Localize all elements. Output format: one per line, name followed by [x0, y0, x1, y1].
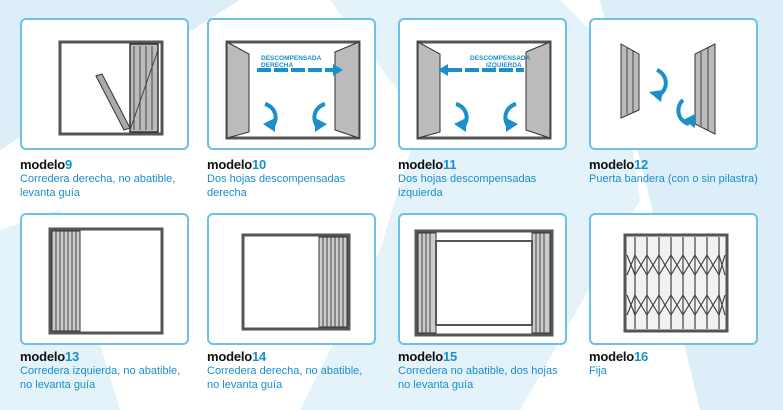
model-11-diagram: DESCOMPENSADA IZQUIERDA [416, 40, 552, 140]
model-16-title: modelo16 [589, 349, 649, 364]
model-9-description-line2: levanta guía [20, 186, 80, 199]
model-12-card[interactable] [589, 18, 758, 150]
model-10-caption: modelo10 Dos hojas descompensadas derech… [207, 157, 392, 199]
model-9-card[interactable] [20, 18, 189, 150]
model-9-description-line1: Corredera derecha, no abatible, [20, 173, 176, 185]
model-13-diagram [48, 227, 164, 335]
model-10-label-2: DERECHA [261, 62, 293, 69]
model-11-card[interactable]: DESCOMPENSADA IZQUIERDA [398, 18, 567, 150]
model-9-caption: modelo9 Corredera derecha, no abatible, … [20, 157, 205, 199]
model-14-description-line1: Corredera derecha, no abatible, [207, 365, 363, 377]
model-14-caption: modelo14 Corredera derecha, no abatible,… [207, 349, 392, 391]
model-13-description-line2: no levanta guía [20, 378, 96, 391]
model-16-description-line1: Fija [589, 365, 607, 377]
model-13-title: modelo13 [20, 349, 80, 364]
model-16-caption: modelo16 Fija [589, 349, 774, 378]
model-12-title: modelo12 [589, 157, 649, 172]
model-11-description-line2: izquierda [398, 186, 443, 199]
model-12-caption: modelo12 Puerta bandera (con o sin pilas… [589, 157, 774, 186]
model-15-diagram [414, 229, 554, 337]
model-14-diagram [241, 233, 351, 331]
model-14-title: modelo14 [207, 349, 267, 364]
model-16-diagram [623, 233, 729, 333]
model-15-description-line1: Corredera no abatible, dos hojas [398, 365, 558, 377]
model-13-card[interactable] [20, 213, 189, 345]
model-11-title: modelo11 [398, 157, 457, 172]
model-10-card[interactable]: DESCOMPENSADA DERECHA [207, 18, 376, 150]
model-10-diagram: DESCOMPENSADA DERECHA [225, 40, 361, 140]
model-14-card[interactable] [207, 213, 376, 345]
model-10-label-1: DESCOMPENSADA [261, 55, 322, 62]
model-10-description-line2: derecha [207, 186, 247, 199]
model-10-title: modelo10 [207, 157, 267, 172]
model-11-caption: modelo11 Dos hojas descompensadas izquie… [398, 157, 583, 199]
model-11-label-1: DESCOMPENSADA [470, 55, 531, 62]
model-12-description-line1: Puerta bandera (con o sin pilastra) [589, 173, 758, 185]
model-15-title: modelo15 [398, 349, 458, 364]
model-13-caption: modelo13 Corredera izquierda, no abatibl… [20, 349, 205, 391]
model-10-description-line1: Dos hojas descompensadas [207, 173, 346, 185]
model-15-card[interactable] [398, 213, 567, 345]
model-13-description-line1: Corredera izquierda, no abatible, [20, 365, 181, 377]
model-15-caption: modelo15 Corredera no abatible, dos hoja… [398, 349, 583, 391]
model-14-description-line2: no levanta guía [207, 378, 283, 391]
model-9-diagram [58, 40, 164, 136]
model-15-description-line2: no levanta guía [398, 378, 474, 391]
model-9-title: modelo9 [20, 157, 73, 172]
model-16-card[interactable] [589, 213, 758, 345]
model-11-description-line1: Dos hojas descompensadas [398, 173, 537, 185]
model-12-diagram [620, 43, 716, 135]
model-11-label-2: IZQUIERDA [486, 62, 522, 69]
